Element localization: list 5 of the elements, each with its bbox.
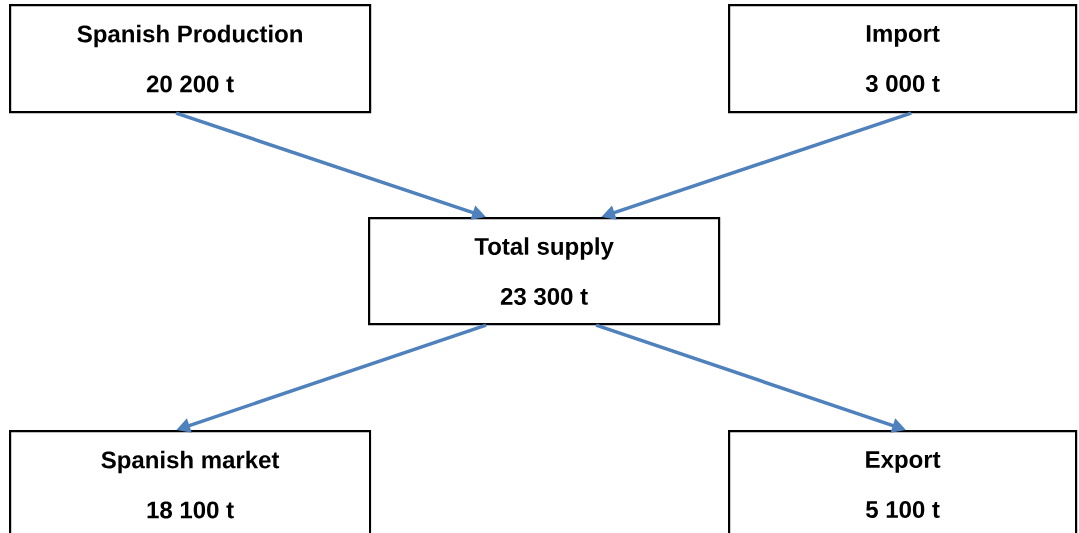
flow-box: Spanish Production 20 200 t (9, 4, 372, 114)
flow-box: Import 3 000 t (728, 4, 1078, 114)
flow-box: Spanish market 18 100 t (9, 430, 372, 533)
flow-box: Export 5 100 t (728, 430, 1078, 533)
flow-box: Total supply 23 300 t (368, 217, 721, 326)
